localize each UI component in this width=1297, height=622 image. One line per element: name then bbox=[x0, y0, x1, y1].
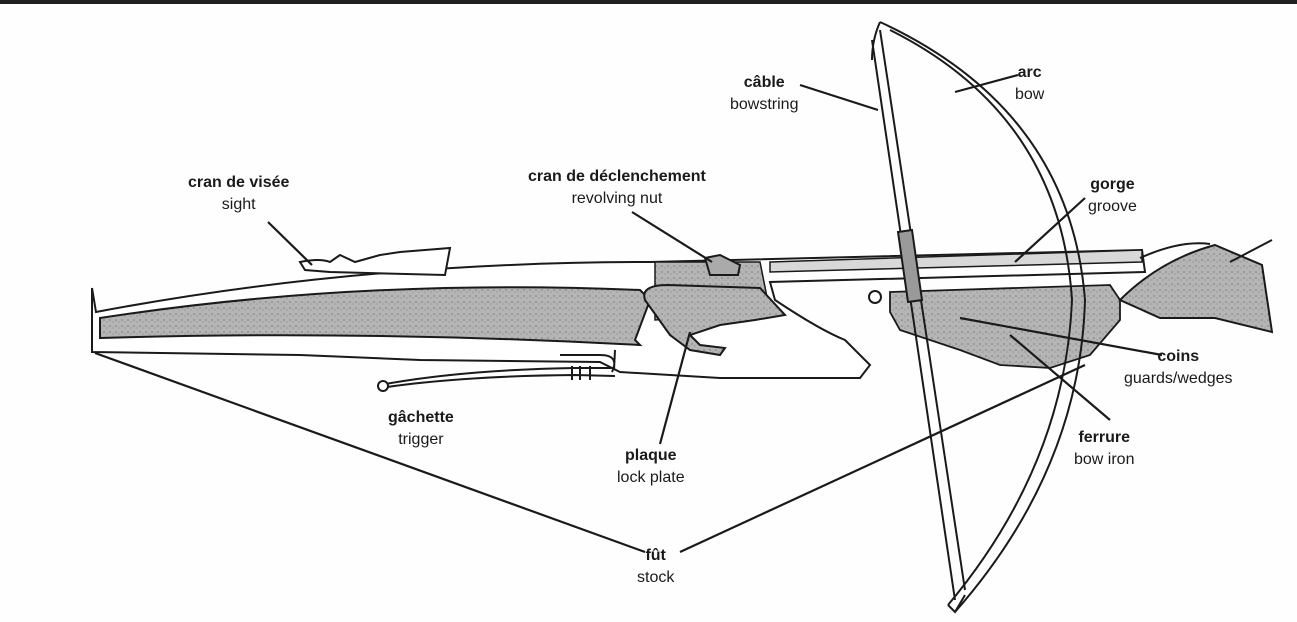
label-revolving-nut: cran de déclenchement revolving nut bbox=[528, 166, 706, 210]
label-en: bow bbox=[1015, 86, 1045, 103]
label-trigger: gâchette trigger bbox=[388, 407, 454, 451]
label-guards-wedges: coins guards/wedges bbox=[1124, 346, 1233, 390]
label-fr: cran de visée bbox=[188, 174, 290, 191]
label-fr: ferrure bbox=[1078, 429, 1131, 446]
lock-plate bbox=[643, 253, 787, 357]
label-en: lock plate bbox=[617, 469, 685, 486]
label-fr: coins bbox=[1157, 348, 1200, 365]
label-en: stock bbox=[637, 569, 675, 586]
label-en: sight bbox=[221, 196, 256, 213]
label-en: trigger bbox=[398, 431, 444, 448]
leader-lines bbox=[94, 73, 1163, 554]
label-en: bow iron bbox=[1074, 451, 1135, 468]
label-en: revolving nut bbox=[571, 190, 663, 207]
label-fr: plaque bbox=[625, 447, 677, 464]
bowstring bbox=[871, 29, 966, 601]
label-fr: câble bbox=[743, 74, 785, 91]
label-bow-iron: ferrure bow iron bbox=[1074, 427, 1134, 471]
label-fr: gorge bbox=[1090, 176, 1135, 193]
label-lock-plate: plaque lock plate bbox=[617, 445, 685, 489]
label-fr: gâchette bbox=[388, 409, 454, 426]
sight bbox=[298, 246, 452, 277]
label-en: bowstring bbox=[730, 96, 799, 113]
scan-edge bbox=[0, 0, 1297, 4]
label-groove: gorge groove bbox=[1088, 174, 1137, 218]
label-fr: arc bbox=[1017, 64, 1042, 81]
label-stock: fût stock bbox=[637, 545, 674, 589]
trigger bbox=[377, 366, 616, 392]
label-sight: cran de visée sight bbox=[188, 172, 289, 216]
label-en: guards/wedges bbox=[1124, 370, 1233, 387]
label-bowstring: câble bowstring bbox=[730, 72, 798, 116]
label-fr: cran de déclenchement bbox=[528, 168, 706, 185]
label-fr: fût bbox=[645, 547, 666, 564]
label-bow: arc bow bbox=[1015, 62, 1044, 106]
label-en: groove bbox=[1088, 198, 1137, 215]
